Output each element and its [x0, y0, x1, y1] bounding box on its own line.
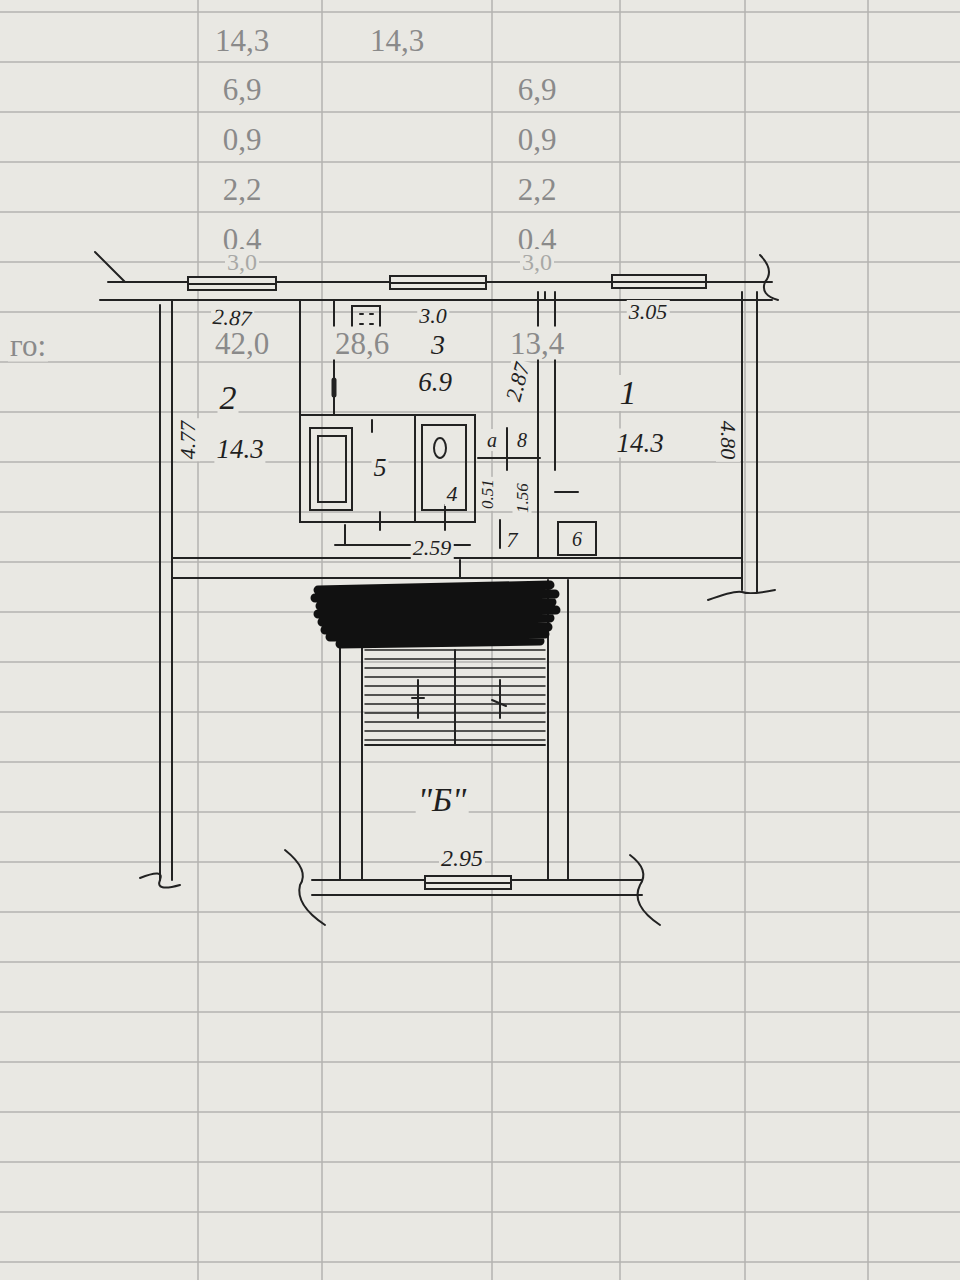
table-cell: 42,0	[213, 327, 271, 360]
dimension: 2.95	[439, 845, 485, 871]
table-cell: 2,2	[516, 173, 559, 206]
table-cell: 6,9	[221, 73, 264, 106]
table-cell: 3,0	[225, 249, 259, 275]
dimension: 2.87	[210, 305, 254, 332]
table-cell: 14,3	[368, 24, 426, 57]
dimension: 4.80	[716, 419, 740, 462]
walls	[95, 252, 778, 925]
table-cell: 13,4	[508, 327, 566, 360]
room-number: 5	[372, 454, 389, 482]
room-number: 4	[445, 482, 460, 506]
room-area: 14.3	[614, 429, 665, 458]
room-number: 1	[618, 375, 639, 411]
room-number: 3	[429, 330, 447, 360]
dimension: 2.59	[411, 536, 454, 560]
table-cell: 3,0	[520, 249, 554, 275]
stairwell-label: "Б"	[416, 782, 469, 818]
table-cell: 14,3	[213, 24, 271, 57]
room-number: 6	[570, 528, 584, 550]
dimension: 3.05	[627, 300, 670, 324]
redaction	[315, 585, 556, 644]
table-cell: 0,9	[221, 123, 264, 156]
dimension: 0.51	[478, 477, 497, 511]
room-number: 8	[515, 429, 529, 451]
table-cell: 6,9	[516, 73, 559, 106]
table-cell: 0,9	[516, 123, 559, 156]
room-number: 2	[218, 380, 239, 416]
room-area: 14.3	[214, 435, 265, 464]
dimension: 1.56	[513, 481, 532, 515]
table-cell: го:	[8, 329, 48, 362]
table-cell: 2,2	[221, 173, 264, 206]
dimension: 2.87	[501, 358, 535, 405]
dimension: 4.77	[176, 419, 200, 462]
room-area: 6.9	[416, 368, 454, 397]
dimension: 3.0	[417, 304, 449, 328]
room-number: a	[485, 429, 499, 451]
table-cell: 28,6	[333, 327, 391, 360]
room-number: 7	[505, 528, 520, 552]
